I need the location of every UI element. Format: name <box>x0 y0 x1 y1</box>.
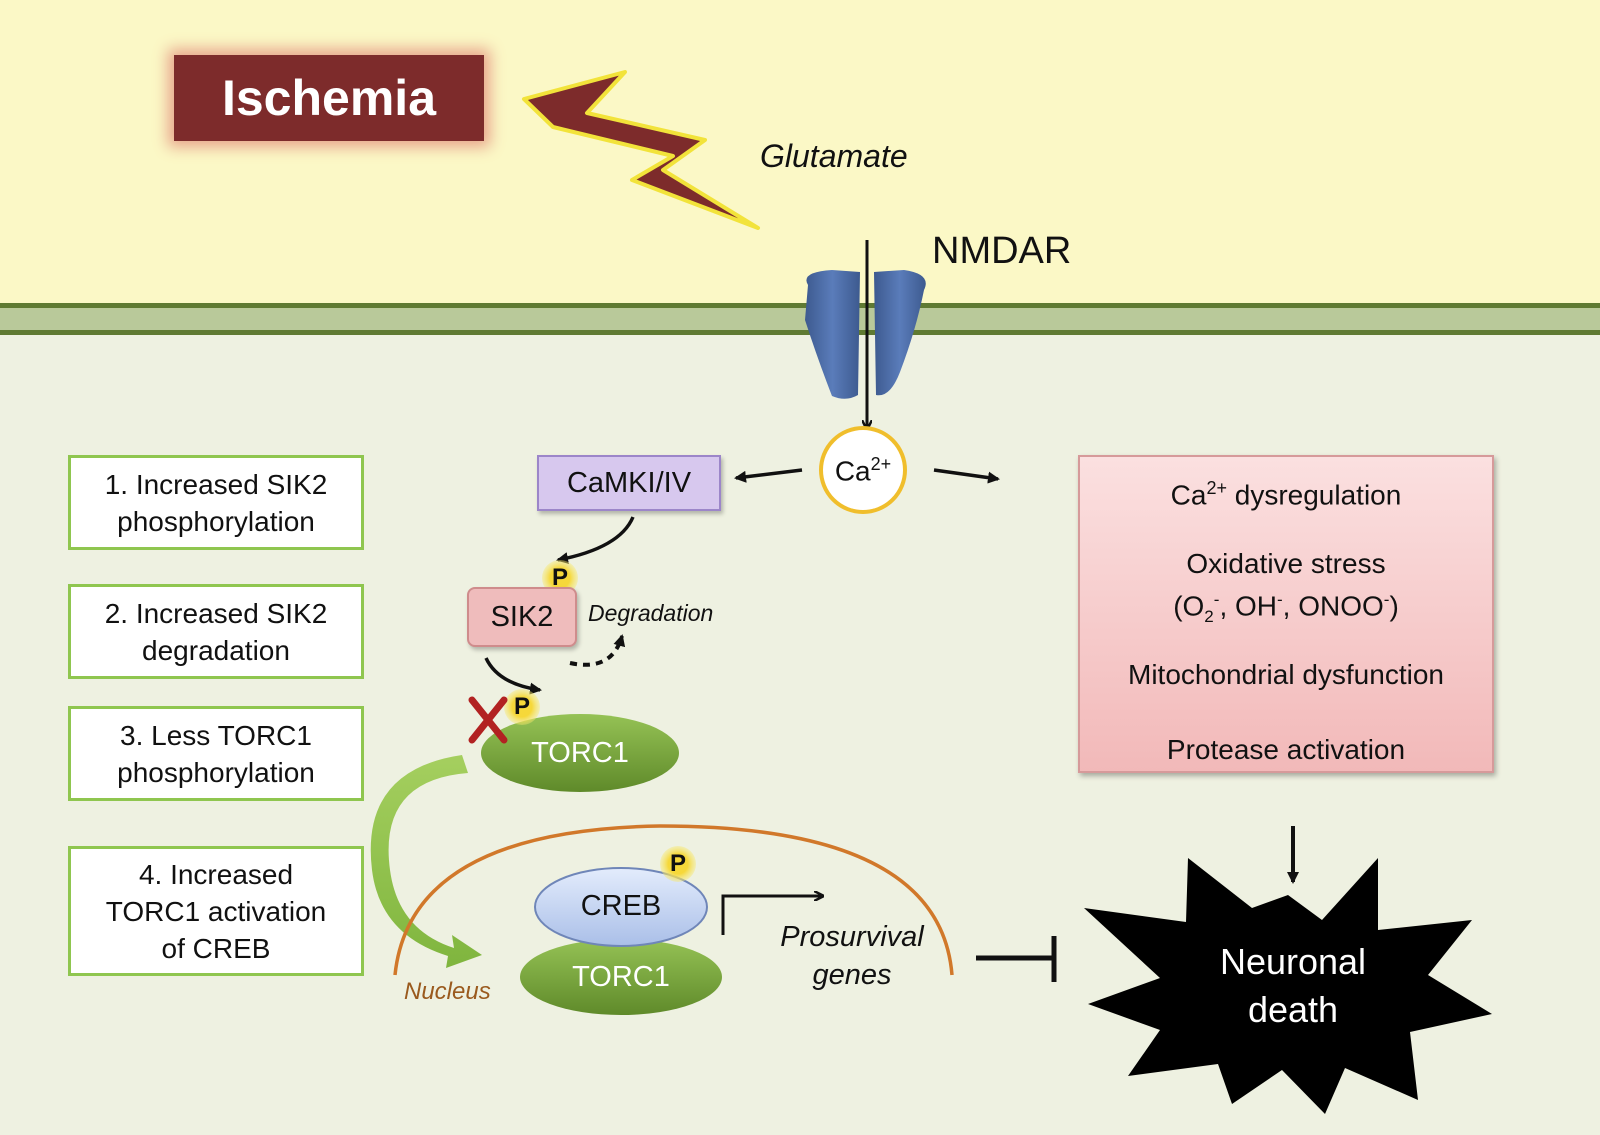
torc1-cytoplasm-label: TORC1 <box>531 737 629 769</box>
ca-base: Ca <box>1170 479 1207 511</box>
torc1-cytoplasm <box>481 714 679 792</box>
ros-text: (O2-, OH-, ONOO-) <box>1080 583 1492 634</box>
sik2-phosphate-label: P <box>551 564 568 591</box>
nmdar-label: NMDAR <box>932 230 1072 272</box>
nmdar-receptor-icon <box>805 270 926 399</box>
mito-dysfunction-text: Mitochondrial dysfunction <box>1128 659 1444 690</box>
ca-charge: 2+ <box>1206 478 1227 498</box>
calcium-ion-icon <box>819 426 907 514</box>
ischemia-label: Ischemia <box>174 55 484 141</box>
creb-protein <box>534 867 708 947</box>
plasma-membrane <box>0 303 1600 335</box>
ros-close: ) <box>1389 590 1399 622</box>
torc1-phosphate-badge <box>504 689 540 725</box>
sik2-box: SIK2 <box>467 587 577 647</box>
step-3-box: 3. Less TORC1 phosphorylation <box>68 706 364 801</box>
ros-onoo-sup: - <box>1383 590 1390 609</box>
sik2-to-torc1-arrow <box>484 657 542 695</box>
torc1-nucleus-label: TORC1 <box>572 961 670 993</box>
calcium-to-effects-arrow <box>933 468 1000 484</box>
calcium-base: Ca <box>834 455 871 487</box>
nucleus-membrane <box>393 824 954 976</box>
camk-box: CaMKI/IV <box>537 455 721 511</box>
ca-dysregulation-rest: dysregulation <box>1226 479 1402 511</box>
ros-onoo: , ONOO <box>1282 590 1384 622</box>
neuronal-death-label: Neuronal death <box>1219 941 1367 1030</box>
ros-o2-sup: - <box>1213 590 1220 609</box>
ros-oh-sup: - <box>1277 590 1283 609</box>
inhibition-x-icon <box>468 696 508 744</box>
torc1-translocation-arrow <box>370 755 482 968</box>
degradation-label: Degradation <box>588 600 714 626</box>
glutamate-label: Glutamate <box>760 138 908 174</box>
ros-oh: , OH <box>1219 590 1277 622</box>
creb-phosphate-label: P <box>669 850 686 877</box>
creb-label: CREB <box>580 890 662 922</box>
protease-activation-text: Protease activation <box>1166 734 1406 765</box>
neuronal-death-starburst <box>1084 858 1492 1114</box>
ca-dysregulation-text: Ca2+ dysregulation <box>1080 471 1492 512</box>
step-4-box: 4. Increased TORC1 activation of CREB <box>68 846 364 976</box>
torc1-phosphate-label: P <box>513 693 530 720</box>
nucleus-label: Nucleus <box>404 978 491 1005</box>
ros-open: (O <box>1173 590 1205 622</box>
calcium-charge: 2+ <box>870 454 892 474</box>
lightning-bolt-icon <box>522 70 760 230</box>
creb-phosphate-badge <box>660 846 696 882</box>
calcium-to-camk-arrow <box>734 468 803 483</box>
transcription-arrow <box>721 896 822 935</box>
step-1-box: 1. Increased SIK2 phosphorylation <box>68 455 364 550</box>
prosurvival-genes-label: Prosurvival genes <box>780 921 924 991</box>
extracellular-space <box>0 0 1600 305</box>
inhibition-bar <box>976 936 1057 982</box>
camk-to-sik2-arrow <box>556 516 635 564</box>
calcium-effects-box: Ca2+ dysregulation Oxidative stress (O2-… <box>1078 455 1494 773</box>
ros-o2-sub: 2 <box>1204 606 1214 626</box>
oxidative-stress-text: Oxidative stress <box>1186 548 1386 579</box>
calcium-label: Ca2+ <box>821 454 905 487</box>
step-2-box: 2. Increased SIK2 degradation <box>68 584 364 679</box>
torc1-nucleus <box>520 939 722 1015</box>
